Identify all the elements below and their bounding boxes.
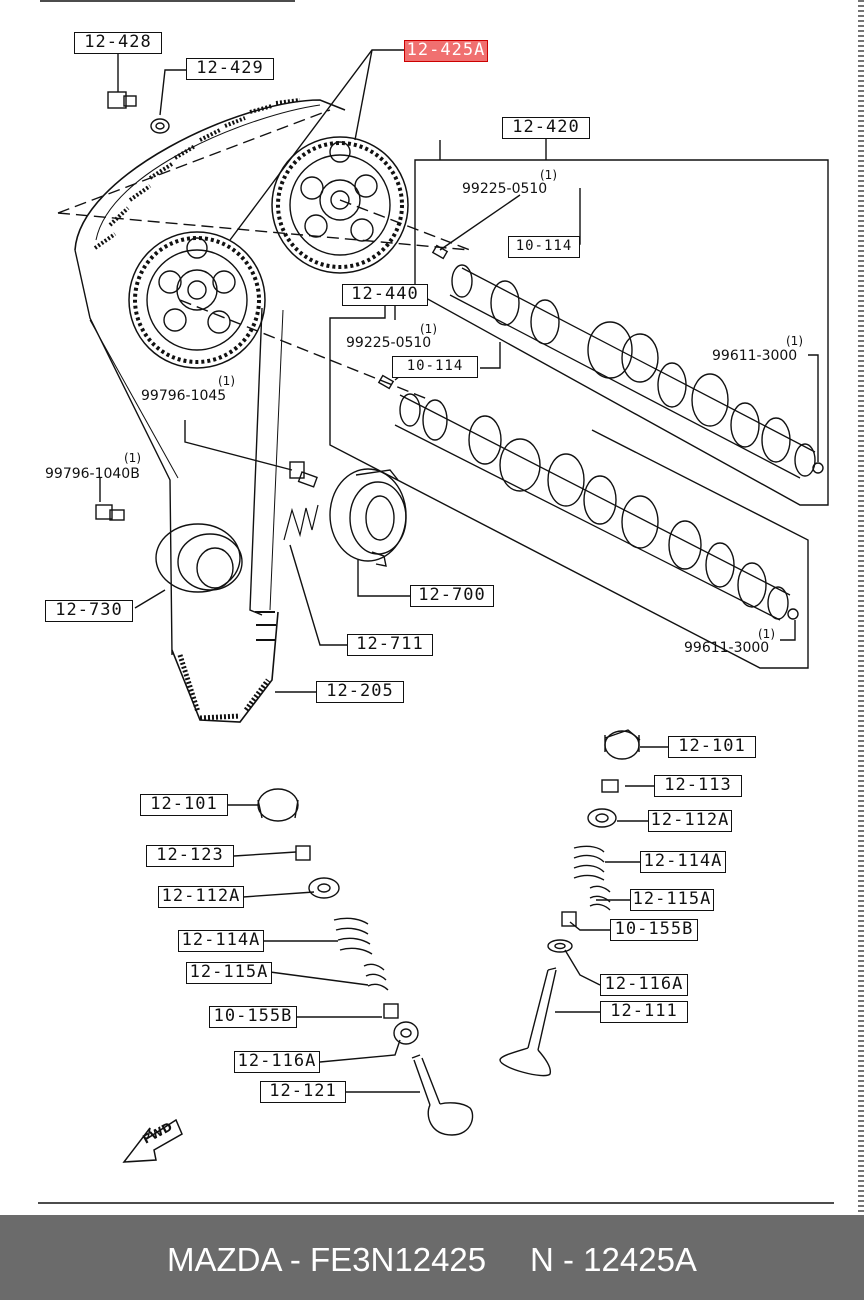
partno-pin-upper[interactable]: 99225-0510 xyxy=(462,181,548,197)
label-12-711[interactable]: 12-711 xyxy=(347,634,433,656)
qty-ball-upper: (1) xyxy=(786,334,803,348)
qty-bolt-idler: (1) xyxy=(124,451,141,465)
partno-bolt-idler[interactable]: 99796-1040B xyxy=(45,466,140,482)
label-12-101-right[interactable]: 12-101 xyxy=(668,736,756,758)
label-12-116a-left[interactable]: 12-116A xyxy=(234,1051,320,1073)
footer-brand-part: MAZDA - FE3N12425 xyxy=(167,1241,487,1278)
label-12-115a-left[interactable]: 12-115A xyxy=(186,962,272,984)
label-12-114a-left[interactable]: 12-114A xyxy=(178,930,264,952)
label-12-123[interactable]: 12-123 xyxy=(146,845,234,867)
label-12-700[interactable]: 12-700 xyxy=(410,585,494,607)
partno-pin-lower[interactable]: 99225-0510 xyxy=(346,335,432,351)
qty-pin-upper: (1) xyxy=(540,168,557,182)
footer-bar: MAZDA - FE3N12425 N - 12425A xyxy=(0,1215,864,1300)
label-10-155b-right[interactable]: 10-155B xyxy=(610,919,698,941)
label-12-428[interactable]: 12-428 xyxy=(74,32,162,54)
label-12-429[interactable]: 12-429 xyxy=(186,58,274,80)
partno-ball-lower[interactable]: 99611-3000 xyxy=(684,640,770,656)
diagram-drawing xyxy=(38,0,834,1204)
label-12-112a-right[interactable]: 12-112A xyxy=(648,810,732,832)
label-12-113[interactable]: 12-113 xyxy=(654,775,742,797)
label-12-440[interactable]: 12-440 xyxy=(342,284,428,306)
label-10-155b-left[interactable]: 10-155B xyxy=(209,1006,297,1028)
label-12-205[interactable]: 12-205 xyxy=(316,681,404,703)
label-12-730[interactable]: 12-730 xyxy=(45,600,133,622)
footer-code: N - 12425A xyxy=(530,1241,697,1278)
partno-ball-upper[interactable]: 99611-3000 xyxy=(712,348,798,364)
qty-bolt-tensioner: (1) xyxy=(218,374,235,388)
label-12-111[interactable]: 12-111 xyxy=(600,1001,688,1023)
label-10-114-lower[interactable]: 10-114 xyxy=(392,356,478,378)
scan-edge xyxy=(858,0,864,1215)
parts-diagram: 12-428 12-429 12-425A 12-420 10-114 12-4… xyxy=(38,0,864,1215)
label-12-115a-right[interactable]: 12-115A xyxy=(630,889,714,911)
qty-ball-lower: (1) xyxy=(758,627,775,641)
qty-pin-lower: (1) xyxy=(420,322,437,336)
label-12-121[interactable]: 12-121 xyxy=(260,1081,346,1103)
label-12-101-left[interactable]: 12-101 xyxy=(140,794,228,816)
label-12-420[interactable]: 12-420 xyxy=(502,117,590,139)
label-12-112a-left[interactable]: 12-112A xyxy=(158,886,244,908)
label-12-425a-highlighted[interactable]: 12-425A xyxy=(404,40,488,62)
label-10-114-upper[interactable]: 10-114 xyxy=(508,236,580,258)
partno-bolt-tensioner[interactable]: 99796-1045 xyxy=(141,388,227,404)
label-12-114a-right[interactable]: 12-114A xyxy=(640,851,726,873)
label-12-116a-right[interactable]: 12-116A xyxy=(600,974,688,996)
